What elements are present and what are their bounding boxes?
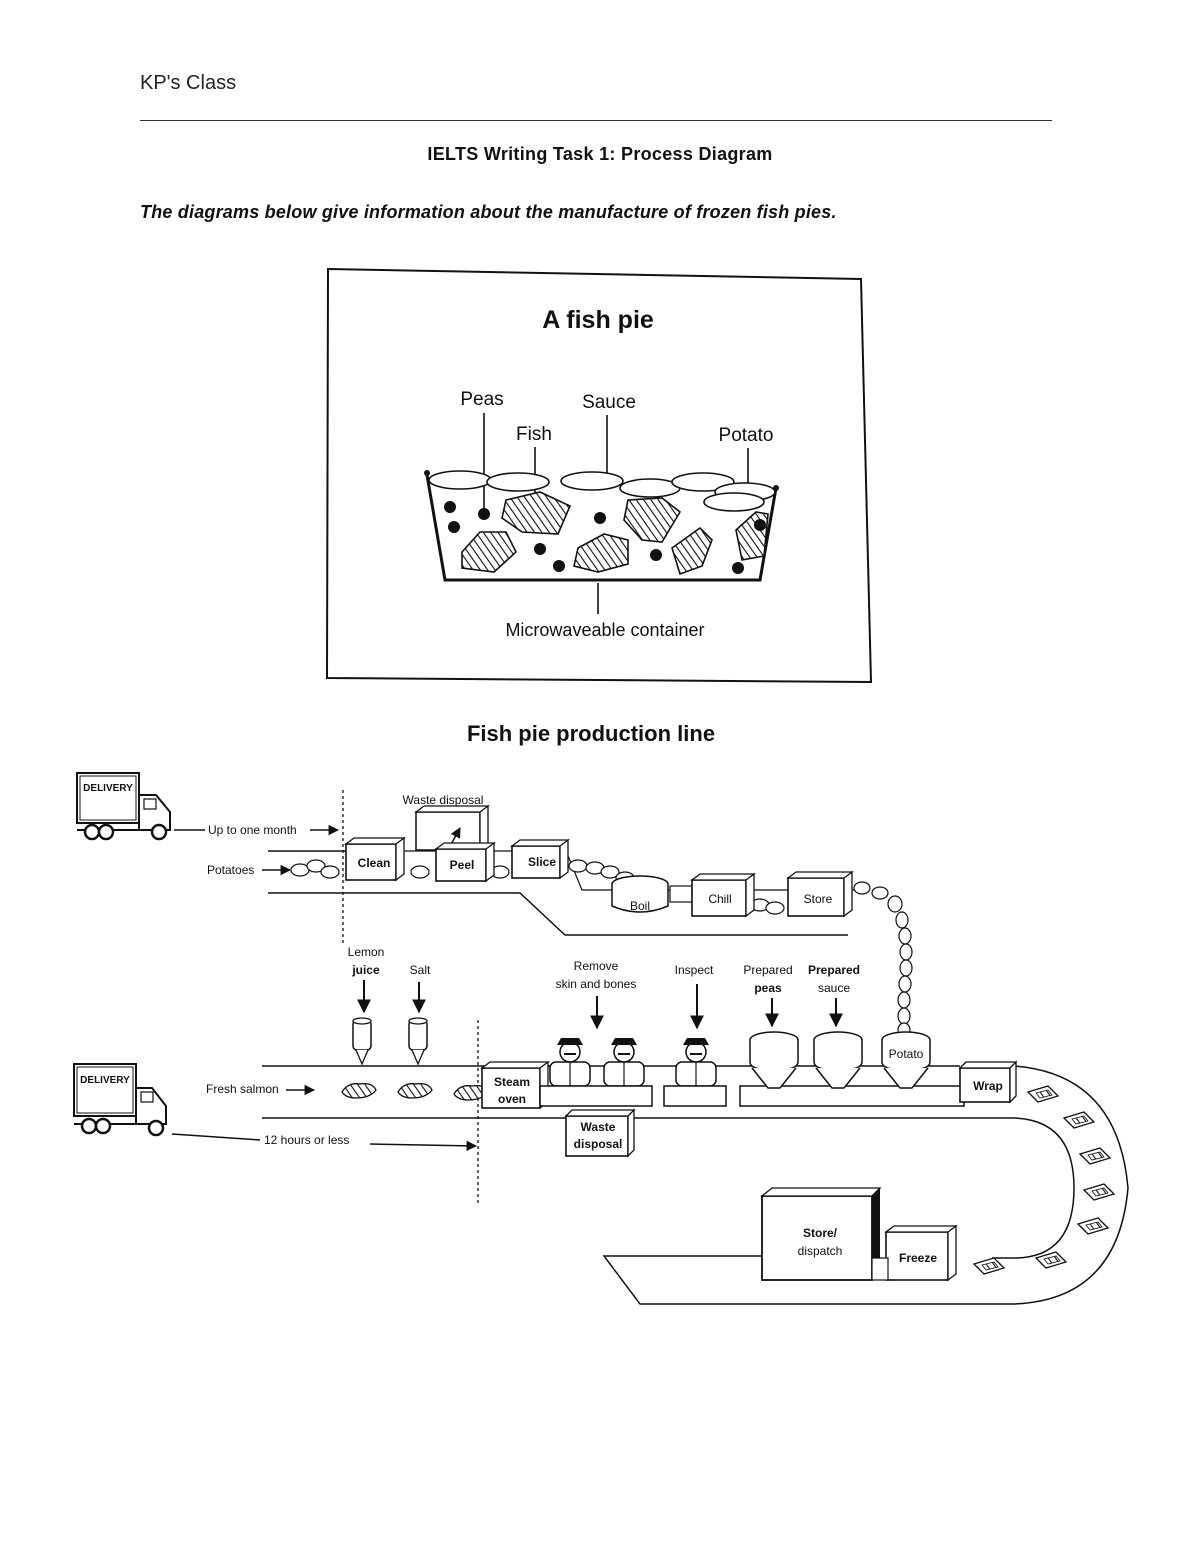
label-store-2: dispatch [798, 1244, 843, 1258]
microwaveable-container [424, 470, 779, 582]
label-juice: juice [351, 963, 380, 977]
label-salt: Salt [410, 963, 431, 977]
production-line-title: Fish pie production line [467, 721, 715, 746]
label-waste: Waste [581, 1120, 616, 1134]
label-disposal: disposal [574, 1137, 623, 1151]
label-prepared-sauce-1: Prepared [808, 963, 860, 977]
label-peas: Peas [460, 389, 503, 410]
label-prepared-peas-1: Prepared [743, 963, 792, 977]
label-lemon: Lemon [348, 945, 385, 959]
label-store-1: Store/ [803, 1226, 838, 1240]
label-potato: Potato [719, 425, 774, 446]
inspect-station: Inspect [663, 963, 727, 1107]
salmon-delivery-truck: DELIVERY [73, 1063, 167, 1137]
label-remove: Remove [574, 959, 619, 973]
label-skin-bones: skin and bones [556, 977, 637, 991]
label-steam: Steam [494, 1075, 530, 1089]
label-prepared-sauce-2: sauce [818, 981, 850, 995]
potato-waste-disposal: Waste disposal [403, 793, 490, 852]
pie-trays [973, 1085, 1115, 1275]
salmon-waste-disposal: Waste disposal [564, 1108, 636, 1158]
worker-2 [603, 1037, 645, 1087]
salmon-line: DELIVERY Fresh salmon 12 hours or less L… [73, 945, 1129, 1305]
label-12-hours: 12 hours or less [264, 1133, 349, 1147]
fish-chunks [461, 491, 769, 576]
label-peel: Peel [450, 858, 475, 872]
class-name: KP's Class [140, 72, 237, 94]
step-peel: Peel [434, 841, 496, 883]
step-wrap: Wrap [958, 1060, 1018, 1104]
potato-delivery-truck: DELIVERY [76, 772, 171, 841]
step-store-potato: Store [786, 870, 854, 918]
step-boil: Boil [611, 875, 669, 913]
label-fresh-salmon: Fresh salmon [206, 1082, 279, 1096]
label-prepared-peas-2: peas [754, 981, 782, 995]
label-freeze: Freeze [899, 1251, 937, 1265]
fish-pie-title: A fish pie [542, 306, 654, 334]
label-chill: Chill [708, 892, 731, 906]
prepared-peas-hopper: Prepared peas [743, 963, 799, 1089]
truck-label-bottom: DELIVERY [80, 1075, 130, 1086]
step-freeze: Freeze [884, 1224, 958, 1282]
step-clean: Clean [344, 836, 406, 882]
label-fish: Fish [516, 424, 552, 445]
salmon-fillets [341, 1082, 489, 1101]
hopper-bench [739, 1085, 965, 1107]
step-chill: Chill [690, 872, 756, 918]
worker-1 [549, 1037, 591, 1087]
page-title: IELTS Writing Task 1: Process Diagram [427, 144, 773, 164]
potato-hopper: Potato [881, 1031, 931, 1089]
step-slice: Slice [510, 838, 570, 880]
peas [444, 501, 766, 574]
potato-line: DELIVERY Up to one month Potatoes Waste … [76, 772, 913, 1038]
label-waste-disposal: Waste disposal [403, 793, 484, 807]
label-oven: oven [498, 1092, 526, 1106]
label-clean: Clean [358, 856, 391, 870]
header-rule [140, 120, 1052, 121]
label-store: Store [804, 892, 833, 906]
remove-skin-bones-station: Remove skin and bones [539, 959, 653, 1107]
potato-slices [428, 470, 776, 512]
inspector [675, 1037, 717, 1087]
salt-dispenser: Salt [408, 963, 431, 1065]
label-slice: Slice [528, 855, 556, 869]
truck-label-top: DELIVERY [83, 783, 133, 794]
label-sauce: Sauce [582, 392, 636, 413]
label-boil: Boil [630, 899, 650, 913]
step-store-dispatch: Store/ dispatch [760, 1187, 889, 1281]
label-inspect: Inspect [675, 963, 714, 977]
potato-chain [853, 881, 913, 1038]
label-up-to-one-month: Up to one month [208, 823, 297, 837]
label-wrap: Wrap [973, 1079, 1003, 1093]
lemon-juice-dispenser: Lemon juice [348, 945, 385, 1065]
step-steam-oven: Steam oven [480, 1060, 550, 1110]
label-potato-hopper: Potato [889, 1047, 924, 1061]
task-description: The diagrams below give information abou… [140, 202, 837, 222]
label-potatoes: Potatoes [207, 863, 254, 877]
potato-conveyor [268, 850, 848, 936]
label-container: Microwaveable container [505, 620, 704, 640]
prepared-sauce-hopper: Prepared sauce [808, 963, 863, 1089]
fish-pie-frame [325, 267, 873, 684]
fish-pie-diagram: A fish pie Peas Fish Sauce Potato Microw… [325, 267, 873, 684]
